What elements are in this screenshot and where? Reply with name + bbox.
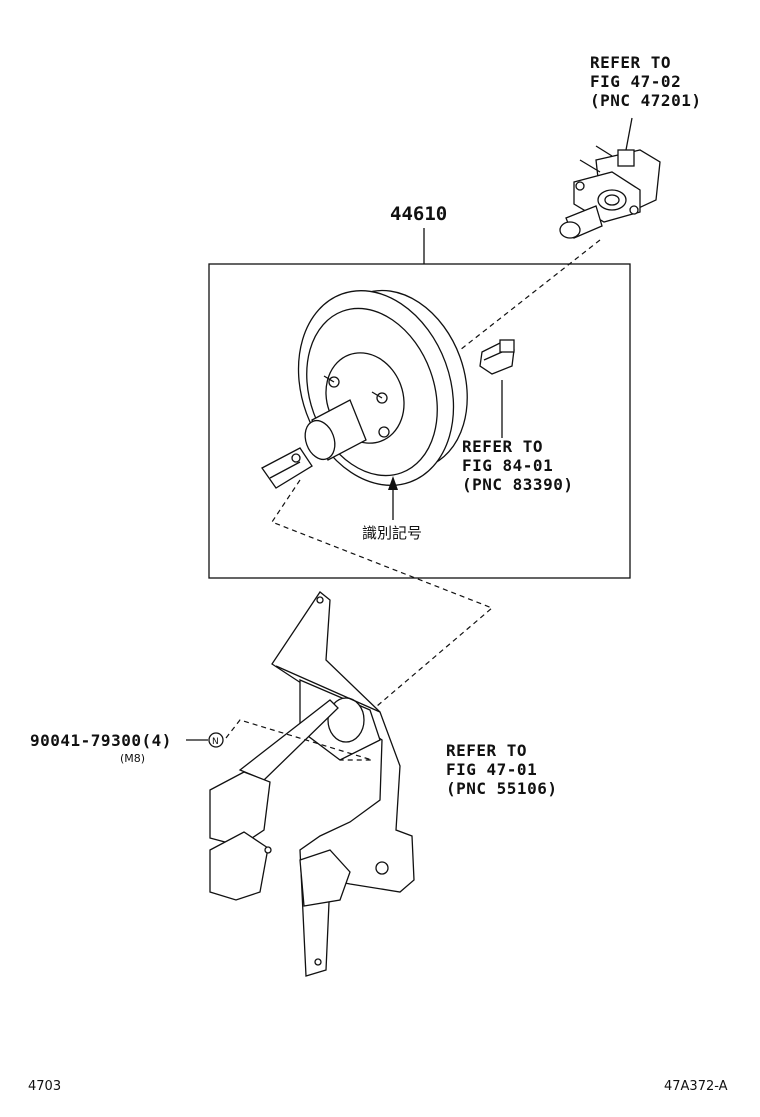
nut-symbol-icon	[208, 732, 224, 748]
ref-sensor-line1: REFER TO	[462, 437, 543, 456]
nut-size-label: (M8)	[120, 752, 145, 765]
ref-master-cyl-line1: REFER TO	[590, 53, 671, 72]
arrow-head-icon	[388, 476, 398, 490]
ref-bracket-line2: FIG 47-01	[446, 760, 537, 779]
footer-page-code: 4703	[28, 1079, 61, 1094]
ref-bracket-line1: REFER TO	[446, 741, 527, 760]
booster-assembly-box	[208, 263, 631, 579]
ref-master-cyl-line3: (PNC 47201)	[590, 91, 701, 110]
master-cylinder-icon	[559, 117, 661, 239]
part-number-nut: 90041-79300(4)	[30, 731, 172, 750]
id-mark-label: 識別記号	[362, 524, 422, 542]
nut-symbol-letter: N	[212, 737, 219, 747]
vacuum-sensor-icon	[479, 339, 515, 438]
pedal-bracket-icon	[209, 591, 415, 977]
ref-bracket-line3: (PNC 55106)	[446, 779, 557, 798]
ref-sensor-line3: (PNC 83390)	[462, 475, 573, 494]
ref-sensor-line2: FIG 84-01	[462, 456, 553, 475]
footer-figure-code: 47A372-A	[664, 1079, 728, 1094]
part-number-booster: 44610	[390, 203, 447, 225]
brake-booster-icon	[261, 289, 468, 489]
ref-master-cyl-line2: FIG 47-02	[590, 72, 681, 91]
